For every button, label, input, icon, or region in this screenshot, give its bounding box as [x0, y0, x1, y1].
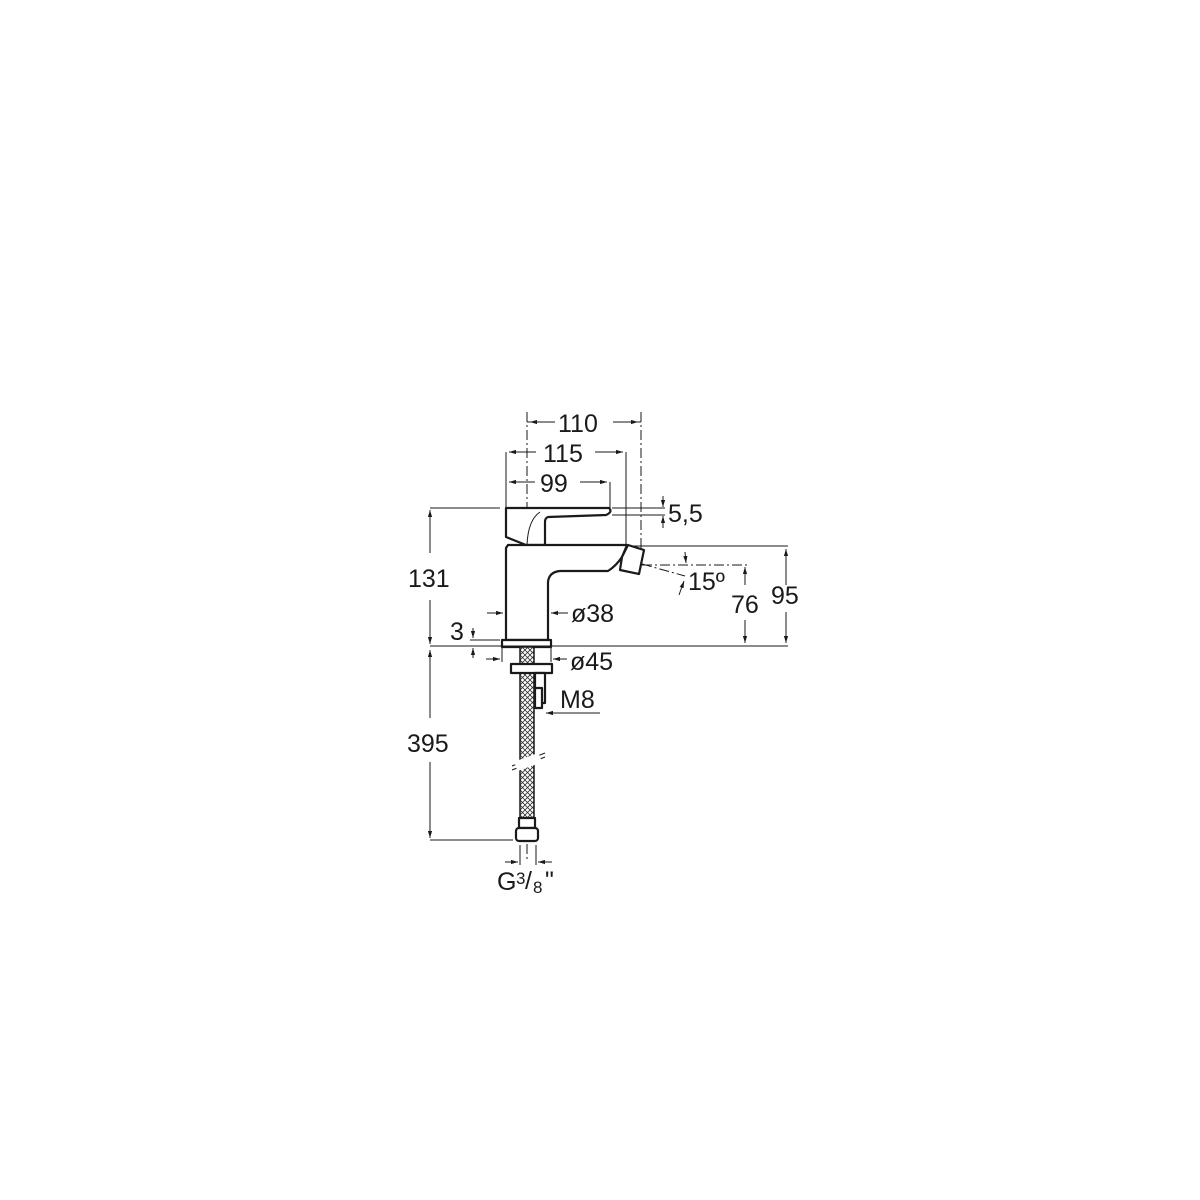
svg-text:G: G [497, 868, 516, 896]
dim-d45: ø45 [570, 648, 613, 676]
dim-m8: M8 [560, 686, 595, 714]
dim-3: 3 [450, 618, 464, 646]
dim-115: 115 [543, 440, 583, 468]
svg-text:/: / [525, 867, 532, 895]
svg-text:": " [545, 867, 554, 895]
under-mount [509, 646, 554, 843]
dim-99: 99 [540, 470, 568, 498]
dim-g3-8: G 3 / 8 " [497, 867, 554, 897]
dim-110: 110 [558, 410, 598, 438]
faucet-body [500, 506, 646, 649]
dim-131: 131 [408, 565, 450, 593]
dim-95: 95 [771, 582, 799, 610]
dim-76: 76 [731, 591, 759, 619]
dim-395: 395 [407, 730, 449, 758]
dimension-labels: 110 115 99 5,5 131 15º 76 95 ø38 3 ø45 M… [407, 408, 799, 897]
dim-15-deg: 15º [688, 568, 725, 596]
dimension-lines [427, 419, 789, 865]
dim-5-5: 5,5 [668, 500, 703, 528]
svg-text:8: 8 [533, 878, 542, 897]
svg-text:3: 3 [516, 869, 525, 888]
dim-d38: ø38 [571, 600, 614, 628]
